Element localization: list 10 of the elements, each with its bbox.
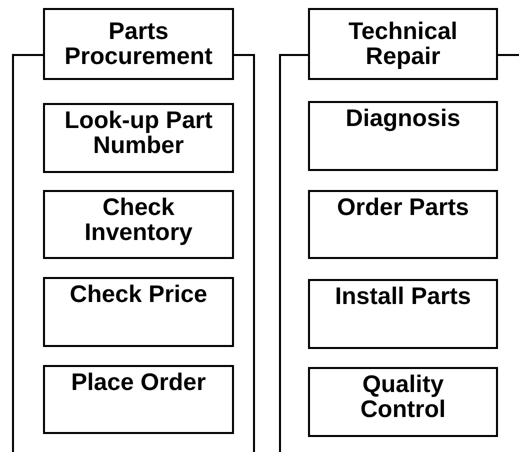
process-box: Diagnosis xyxy=(308,101,498,171)
process-box: Place Order xyxy=(43,365,234,434)
process-box: Check Price xyxy=(43,277,234,347)
process-box: Order Parts xyxy=(308,190,498,259)
process-box: Quality Control xyxy=(308,367,498,437)
header-box: Technical Repair xyxy=(308,8,498,80)
process-box: Check Inventory xyxy=(43,190,234,259)
process-box: Look-up Part Number xyxy=(43,103,234,173)
process-box: Install Parts xyxy=(308,279,498,349)
header-box: Parts Procurement xyxy=(43,8,234,80)
